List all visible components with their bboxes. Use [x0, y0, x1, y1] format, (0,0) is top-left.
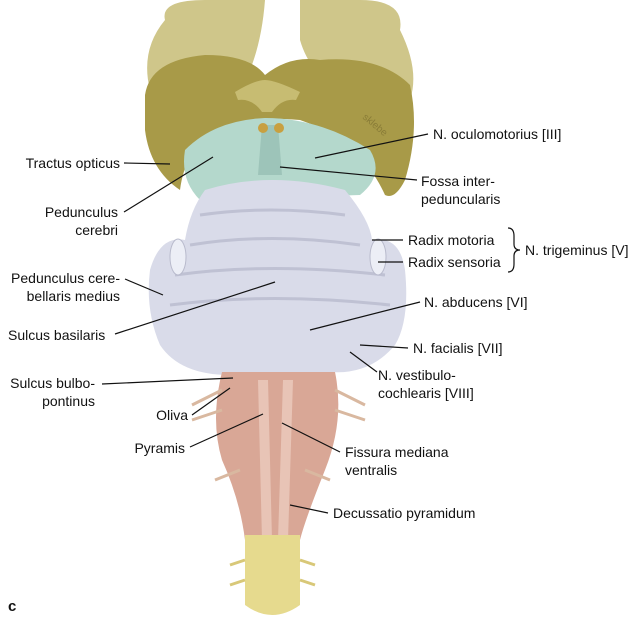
label-sulcus-basilaris: Sulcus basilaris — [8, 327, 106, 343]
label-n-facialis: N. facialis [VII] — [413, 340, 503, 356]
label-pedunculus-cerebri-1: Pedunculus — [44, 204, 118, 220]
label-decussatio: Decussatio pyramidum — [333, 505, 476, 521]
label-pyramis: Pyramis — [134, 440, 185, 456]
leader-lines — [101, 133, 521, 514]
label-fossa-2: peduncularis — [421, 191, 501, 207]
label-radix-motoria: Radix motoria — [408, 232, 495, 248]
label-n-abducens: N. abducens [VI] — [424, 294, 528, 310]
spinal-cord — [245, 535, 300, 615]
label-ped-cereb-medius-1: Pedunculus cere- — [11, 270, 120, 286]
label-sulcus-bulbopontinus-1: Sulcus bulbo- — [10, 375, 95, 391]
label-n-vestibulo-2: cochlearis [VIII] — [378, 385, 474, 401]
medulla — [216, 372, 339, 540]
label-fissura-1: Fissura mediana — [345, 444, 449, 460]
label-n-oculomotorius: N. oculomotorius [III] — [433, 126, 562, 142]
label-pedunculus-cerebri-2: cerebri — [75, 222, 118, 238]
pons — [148, 180, 407, 375]
optic-chiasm — [235, 80, 300, 112]
label-oliva: Oliva — [156, 407, 188, 423]
label-fossa-1: Fossa inter- — [421, 173, 495, 189]
trigeminus-brace — [507, 227, 521, 273]
figure-letter: c — [8, 598, 17, 615]
label-n-trigeminus: N. trigeminus [V] — [525, 242, 629, 258]
diencephalon — [145, 55, 414, 196]
label-fissura-2: ventralis — [345, 462, 398, 478]
label-sulcus-bulbopontinus-2: pontinus — [42, 393, 95, 409]
label-radix-sensoria: Radix sensoria — [408, 254, 501, 270]
label-n-vestibulo-1: N. vestibulo- — [378, 367, 456, 383]
label-ped-cereb-medius-2: bellaris medius — [26, 288, 120, 304]
label-tractus-opticus: Tractus opticus — [25, 155, 120, 171]
